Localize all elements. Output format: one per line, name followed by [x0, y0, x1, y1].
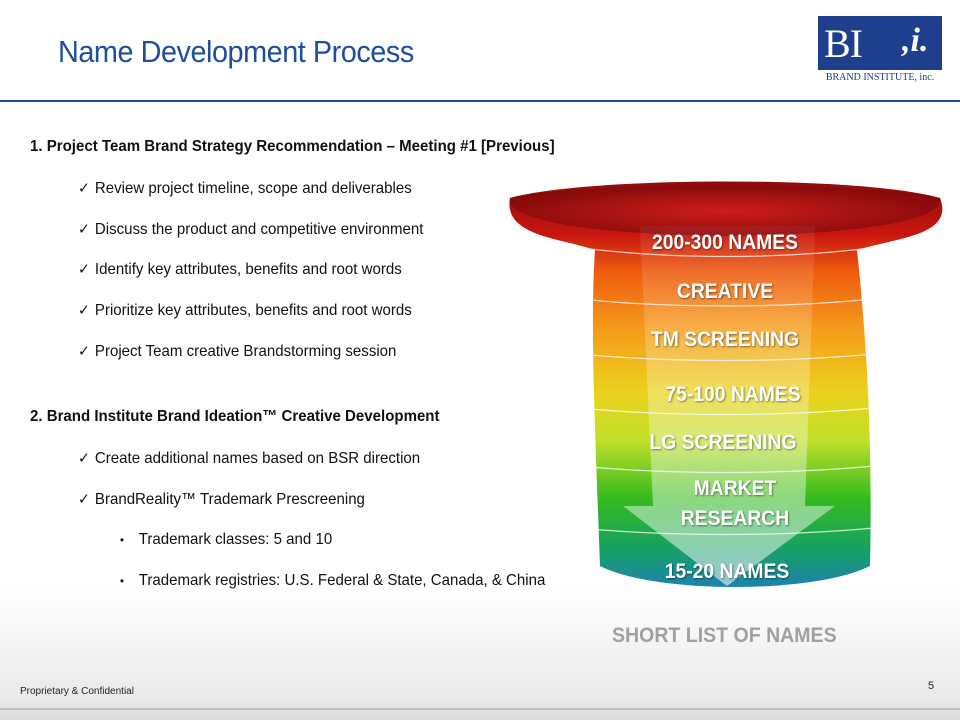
bottom-divider — [0, 708, 960, 710]
funnel-stage-label: MARKET RESEARCH — [680, 477, 790, 530]
slide-title: Name Development Process — [58, 34, 414, 69]
list-item: ✓Discuss the product and competitive env… — [78, 221, 424, 238]
sub-list-item: •Trademark registries: U.S. Federal & St… — [120, 572, 546, 589]
logo-box: BI ,i. — [818, 16, 942, 70]
logo-tagline: BRAND INSTITUTE, inc. — [825, 72, 935, 83]
section-1-heading: 1. Project Team Brand Strategy Recommend… — [30, 138, 555, 155]
funnel-graphic — [509, 181, 943, 587]
footer-background — [0, 590, 960, 720]
checkmark-icon: ✓ — [78, 343, 90, 360]
funnel-stage-label: LG SCREENING — [649, 431, 797, 454]
funnel-result-label: SHORT LIST OF NAMES — [612, 624, 837, 647]
sub-list-item: •Trademark classes: 5 and 10 — [120, 531, 333, 548]
checkmark-icon: ✓ — [78, 302, 90, 319]
checkmark-icon: ✓ — [78, 180, 90, 197]
checkmark-icon: ✓ — [78, 491, 90, 508]
funnel-stage-label: TM SCREENING — [650, 328, 800, 351]
bullet-icon: • — [120, 574, 124, 588]
list-item: ✓Prioritize key attributes, benefits and… — [78, 302, 412, 319]
checkmark-icon: ✓ — [78, 450, 90, 467]
funnel-stage-label: CREATIVE — [676, 280, 774, 303]
logo-mark: ,i. — [902, 22, 929, 59]
list-item: ✓Project Team creative Brandstorming ses… — [78, 343, 397, 360]
list-item: ✓Identify key attributes, benefits and r… — [78, 261, 402, 278]
page-number: 5 — [928, 680, 935, 692]
funnel-stage-label: 15-20 NAMES — [664, 560, 790, 583]
list-item: ✓BrandReality™ Trademark Prescreening — [78, 491, 365, 508]
name-funnel-diagram: 200-300 NAMES CREATIVE TM SCREENING 75-1… — [505, 176, 950, 600]
list-item: ✓Review project timeline, scope and deli… — [78, 180, 412, 197]
funnel-stage-label: 75-100 NAMES — [665, 383, 801, 406]
section-2-heading: 2. Brand Institute Brand Ideation™ Creat… — [30, 408, 440, 425]
funnel-stage-label: 200-300 NAMES — [651, 231, 799, 254]
title-divider — [0, 100, 960, 102]
checkmark-icon: ✓ — [78, 221, 90, 238]
logo-letters: BI — [824, 21, 863, 66]
brand-institute-logo: BI ,i. BRAND INSTITUTE, inc. — [818, 16, 942, 88]
footer-confidential: Proprietary & Confidential — [20, 686, 134, 697]
checkmark-icon: ✓ — [78, 261, 90, 278]
bullet-icon: • — [120, 533, 124, 547]
list-item: ✓Create additional names based on BSR di… — [78, 450, 421, 467]
